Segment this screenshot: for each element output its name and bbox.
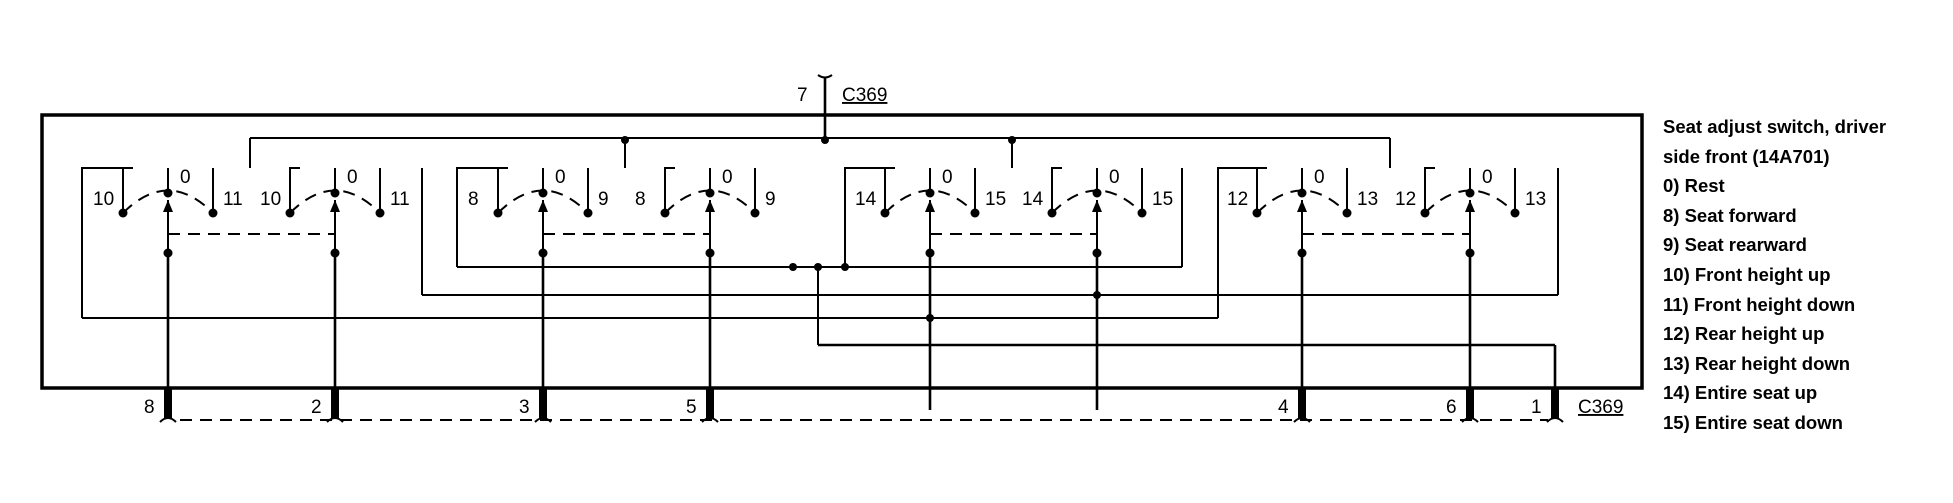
position-label: 0	[180, 167, 191, 188]
switch-section	[844, 167, 1097, 237]
switch-housing-frame	[40, 113, 1644, 390]
switch-contact: 12 0 13	[1395, 167, 1546, 410]
position-label: 12	[1227, 189, 1248, 210]
legend-item: 15) Entire seat down	[1663, 411, 1843, 433]
position-label: 15	[985, 189, 1006, 210]
switch-contact: 8 0 9	[468, 167, 609, 410]
bottom-pin: 6	[1446, 388, 1479, 423]
position-label: 0	[1482, 167, 1493, 188]
position-label: 14	[1022, 189, 1044, 210]
legend: Seat adjust switch, driver side front (1…	[1663, 112, 1948, 438]
legend-item: 12) Rear height up	[1663, 323, 1825, 345]
position-label: 11	[223, 189, 243, 210]
bottom-pin-label: 5	[686, 397, 697, 418]
switch-contact: 12 0 13	[1227, 167, 1378, 410]
position-label: 13	[1357, 189, 1378, 210]
bottom-pin-label: 3	[519, 397, 530, 418]
bottom-pin: 8	[144, 388, 177, 423]
bottom-pin: 2	[311, 388, 344, 423]
position-label: 0	[555, 167, 566, 188]
position-label: 10	[260, 189, 281, 210]
position-label: 0	[347, 167, 358, 188]
bottom-connector-label: C369	[1578, 397, 1623, 418]
switch-contact: 10 0 11	[93, 167, 243, 410]
switch-section	[1217, 167, 1470, 237]
switch-section	[81, 167, 335, 237]
bottom-pin: 3	[519, 388, 552, 423]
switch-section	[456, 167, 710, 237]
switch-contact: 14 0 15	[855, 167, 1006, 410]
bottom-pin: 4	[1278, 388, 1311, 423]
cross-wiring	[81, 168, 1559, 400]
legend-item: 11) Front height down	[1663, 293, 1856, 315]
legend-item: 9) Seat rearward	[1663, 234, 1807, 256]
position-label: 13	[1525, 189, 1546, 210]
bottom-pin: 5	[686, 388, 719, 423]
bottom-pin-label: 2	[311, 397, 322, 418]
legend-item: 0) Rest	[1663, 175, 1725, 197]
legend-item: 8) Seat forward	[1663, 204, 1797, 226]
bottom-pin-label: 4	[1278, 397, 1289, 418]
position-label: 14	[855, 189, 877, 210]
bottom-pin: 1	[1531, 388, 1564, 423]
position-label: 10	[93, 189, 114, 210]
legend-title-line-1: Seat adjust switch, driver	[1663, 116, 1887, 137]
position-label: 0	[722, 167, 733, 188]
bottom-connector: C369 8 2 3 5 4 6 1	[144, 388, 1623, 423]
position-label: 11	[390, 189, 410, 210]
bottom-pin-label: 8	[144, 397, 155, 418]
bottom-pin-label: 1	[1531, 397, 1542, 418]
switch-contact: 8 0 9	[635, 167, 776, 410]
switch-group: 10 0 11 10 0 11 8 0 9 8 0 9 14 0 15 14 0 15 12 0 13 12 0 13	[81, 167, 1546, 410]
position-label: 8	[468, 189, 479, 210]
position-label: 12	[1395, 189, 1416, 210]
top-pin-label: 7	[797, 85, 808, 106]
position-label: 9	[765, 189, 776, 210]
position-label: 0	[1109, 167, 1120, 188]
bottom-pin-label: 6	[1446, 397, 1457, 418]
switch-contact: 14 0 15	[1022, 167, 1173, 410]
switch-contact: 10 0 11	[260, 167, 410, 410]
position-label: 8	[635, 189, 646, 210]
top-connector: 7 C369	[797, 74, 887, 138]
legend-item: 10) Front height up	[1663, 263, 1831, 285]
legend-item: 14) Entire seat up	[1663, 382, 1818, 404]
legend-item: 13) Rear height down	[1663, 352, 1851, 374]
common-bus	[249, 136, 1391, 168]
position-label: 9	[598, 189, 609, 210]
legend-title-line-2: side front (14A701)	[1663, 145, 1830, 167]
position-label: 15	[1152, 189, 1173, 210]
position-label: 0	[942, 167, 953, 188]
position-label: 0	[1314, 167, 1325, 188]
top-connector-label: C369	[842, 85, 887, 106]
